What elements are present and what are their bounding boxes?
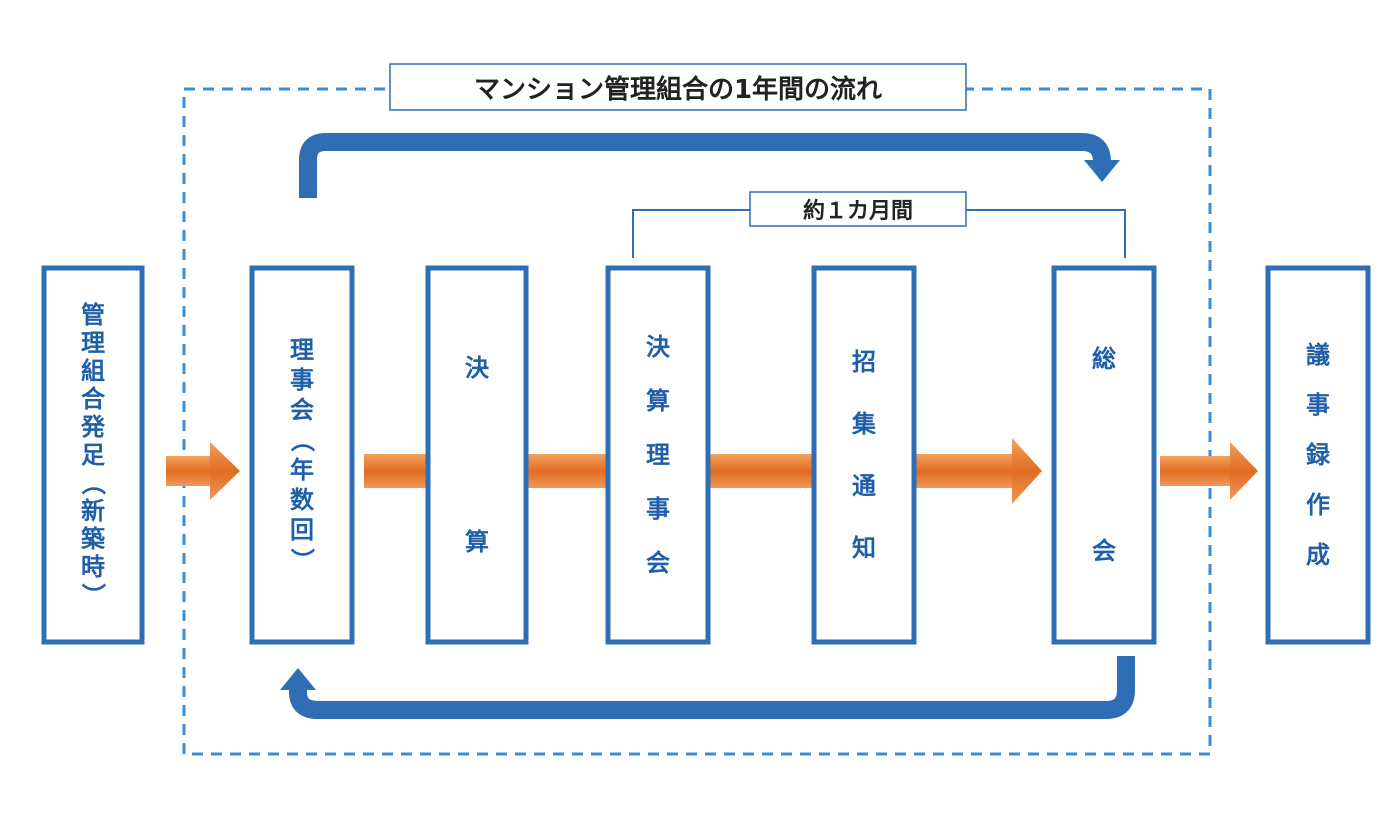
label-char: 足 bbox=[81, 441, 105, 469]
label-char: 議 bbox=[1306, 341, 1330, 369]
label-board: 理事会 （ 年数回 ） bbox=[252, 300, 352, 610]
label-char: 組 bbox=[81, 357, 105, 385]
label-founding: 管理組合発足（新築時） bbox=[44, 300, 142, 610]
box-minutes bbox=[1265, 265, 1371, 645]
label-minutes: 議事録作成 bbox=[1268, 300, 1368, 610]
orange-arrow-entry bbox=[166, 442, 240, 500]
label-char: 事 bbox=[290, 366, 314, 394]
title-box bbox=[389, 63, 967, 111]
label-general-meeting: 総会 bbox=[1054, 300, 1154, 610]
top-curved-arrow bbox=[299, 133, 1111, 198]
label-char: 算 bbox=[465, 528, 489, 556]
period-label: 約１カ月間 bbox=[802, 199, 913, 224]
diagram-title: マンション管理組合の1年間の流れ bbox=[473, 74, 883, 105]
label-char: 理 bbox=[81, 329, 105, 357]
one-month-bracket bbox=[632, 209, 1126, 258]
label-char: 回 bbox=[290, 516, 314, 544]
orange-arrow-exit bbox=[1160, 442, 1258, 500]
label-char: 決 bbox=[465, 354, 489, 382]
box-settlement-board bbox=[605, 265, 711, 645]
label-char: 決 bbox=[646, 333, 670, 361]
top-arrowhead bbox=[1084, 160, 1120, 182]
label-char: 集 bbox=[852, 410, 876, 438]
label-char: 会 bbox=[646, 549, 670, 577]
box-settlement bbox=[425, 265, 529, 645]
label-char: 通 bbox=[852, 472, 876, 500]
label-char: 算 bbox=[646, 387, 670, 415]
label-char: ） bbox=[288, 548, 316, 572]
label-char: 録 bbox=[1306, 441, 1330, 469]
label-char: 管 bbox=[81, 301, 105, 329]
label-char: 数 bbox=[290, 486, 314, 514]
box-board bbox=[249, 265, 355, 645]
period-label-box bbox=[749, 191, 967, 227]
label-notice: 招集通知 bbox=[814, 300, 914, 610]
bottom-arrowhead bbox=[280, 668, 316, 690]
label-char: 時 bbox=[81, 553, 105, 581]
label-char: （ bbox=[79, 471, 107, 495]
label-char: 事 bbox=[646, 495, 670, 523]
label-char: 年 bbox=[290, 456, 314, 484]
label-char: 総 bbox=[1092, 345, 1116, 373]
label-char: 理 bbox=[646, 441, 670, 469]
label-char: （ bbox=[288, 428, 316, 452]
label-char: 理 bbox=[290, 336, 314, 364]
label-settlement: 決算 bbox=[428, 300, 526, 610]
label-char: 事 bbox=[1306, 391, 1330, 419]
label-char: 会 bbox=[290, 396, 314, 424]
label-char: 発 bbox=[81, 413, 105, 441]
box-general-meeting bbox=[1051, 265, 1157, 645]
label-char: 新 bbox=[81, 497, 105, 525]
box-founding bbox=[41, 265, 145, 645]
label-char: 招 bbox=[852, 348, 876, 376]
label-char: 成 bbox=[1306, 541, 1330, 569]
label-char: 会 bbox=[1092, 537, 1116, 565]
label-settlement-board: 決算理事会 bbox=[608, 300, 708, 610]
bottom-curved-arrow bbox=[289, 656, 1135, 719]
box-notice bbox=[811, 265, 917, 645]
label-char: ） bbox=[79, 583, 107, 607]
label-char: 作 bbox=[1306, 491, 1330, 519]
label-char: 知 bbox=[852, 534, 876, 562]
label-char: 合 bbox=[81, 385, 105, 413]
label-char: 築 bbox=[81, 525, 105, 553]
